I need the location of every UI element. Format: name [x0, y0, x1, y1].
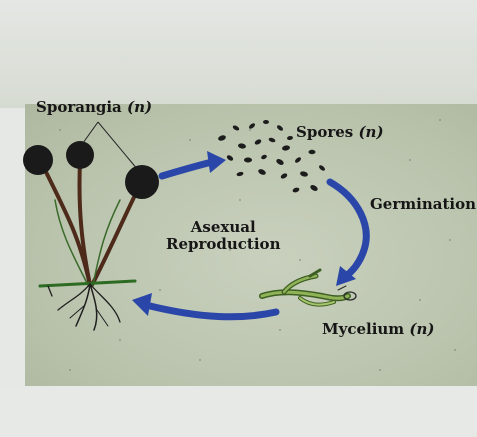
arrow-sporangia-to-spores: [162, 162, 212, 176]
mycelium-label: Mycelium (n): [322, 321, 435, 338]
sporangium-left: [23, 145, 53, 175]
stolon-rhizoids: [40, 281, 135, 330]
spores-label: Spores (n): [296, 124, 384, 141]
sporangium-middle: [66, 141, 94, 169]
sporangium-right: [125, 165, 159, 199]
arrow-spores-to-mycelium: [330, 182, 366, 276]
germination-label: Germination: [370, 196, 476, 213]
sporangia-label: Sporangia (n): [36, 99, 152, 116]
arrow-mycelium-to-sporangia: [150, 306, 276, 317]
asexual-reproduction-label: Asexual Reproduction: [166, 219, 280, 253]
sporangia-heads: [23, 141, 159, 199]
